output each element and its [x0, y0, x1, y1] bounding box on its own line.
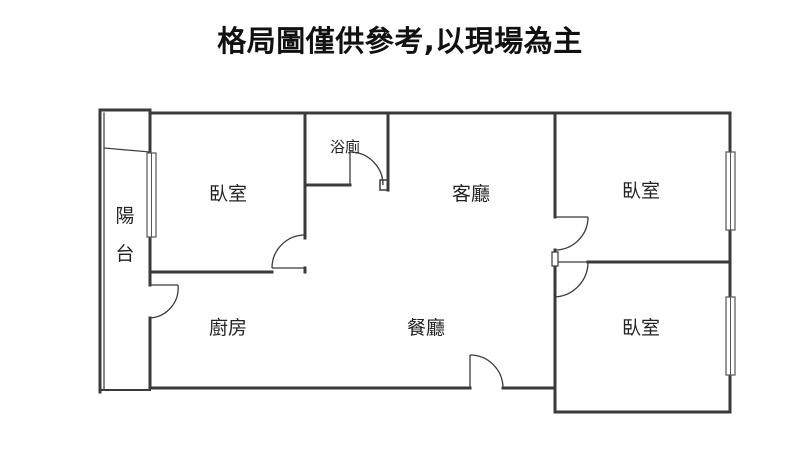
- window-upper-left: [146, 152, 157, 238]
- room-label-dining-room: 餐廳: [407, 317, 445, 339]
- page-title: 格局圖僅供參考,以現場為主: [217, 24, 583, 58]
- door-bathroom: [349, 151, 389, 191]
- room-label-bedroom-upper-right: 臥室: [622, 180, 660, 202]
- room-label-bedroom-lower-right: 臥室: [622, 317, 660, 339]
- interior-walls: [148, 111, 732, 390]
- window-upper-right: [725, 151, 736, 231]
- balcony-walls: [98, 108, 152, 394]
- outer-walls: [148, 110, 732, 414]
- room-label-bedroom-upper-left: 臥室: [209, 183, 247, 205]
- room-label-living-room: 客廳: [452, 183, 490, 205]
- door-bedroom-upper-left: [271, 234, 306, 269]
- door-main-entrance: [469, 354, 504, 389]
- window-lower-right: [725, 296, 736, 376]
- room-label-kitchen: 廚房: [209, 316, 247, 339]
- door-balcony: [149, 284, 179, 319]
- door-bedroom-upper-right: [554, 216, 589, 251]
- door-bedroom-lower-right: [551, 251, 589, 298]
- room-label-balcony: 陽台: [115, 205, 134, 265]
- room-label-bathroom: 浴廁: [330, 138, 360, 156]
